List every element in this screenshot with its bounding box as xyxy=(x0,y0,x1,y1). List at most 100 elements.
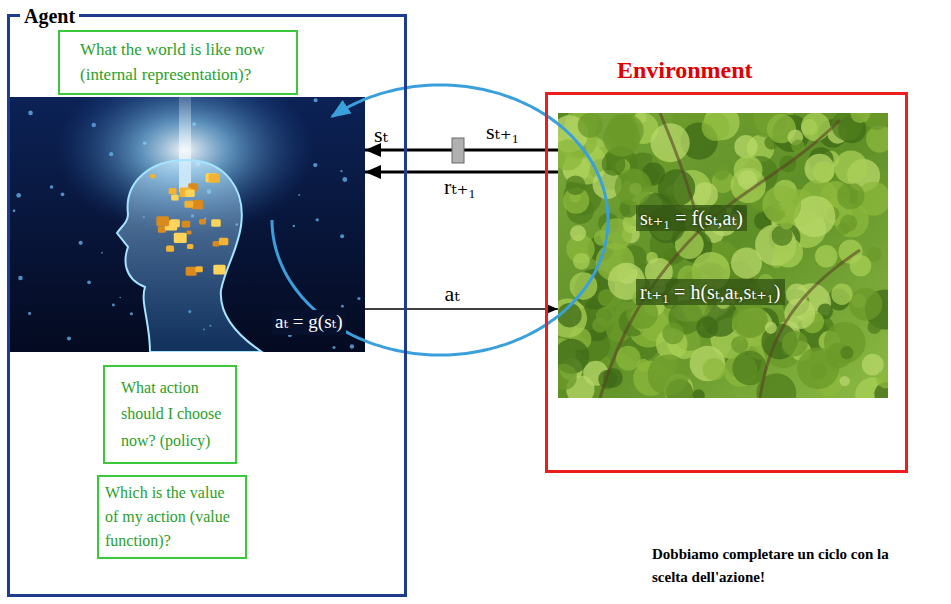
network-dot xyxy=(313,163,317,167)
brain-icon xyxy=(158,226,166,232)
action-arrow xyxy=(365,308,558,310)
environment-picture xyxy=(558,113,888,398)
brain-icon xyxy=(185,189,195,197)
brain-icon xyxy=(219,238,228,246)
network-dot xyxy=(101,252,103,254)
policy-formula: aₜ = g(sₜ) xyxy=(272,310,346,335)
leaf-cluster xyxy=(765,322,777,334)
brain-icon xyxy=(209,174,220,183)
network-dot xyxy=(67,336,71,340)
network-dot xyxy=(293,225,295,227)
network-dot xyxy=(13,209,16,212)
leaf-cluster xyxy=(693,182,718,207)
leaf-cluster xyxy=(805,154,835,184)
reward-formula: rₜ₊₁ = h(sₜ,aₜ,sₜ₊₁) xyxy=(636,279,785,305)
leaf-cluster xyxy=(592,317,607,332)
network-dot xyxy=(79,241,83,245)
brain-icon xyxy=(192,200,203,209)
leaf-cluster xyxy=(782,331,808,357)
leaf-cluster xyxy=(849,288,882,321)
leaf-cluster xyxy=(603,120,640,157)
transition-formula: sₜ₊₁ = f(sₜ,aₜ) xyxy=(636,205,747,231)
label-holder: sₜ₊₁ xyxy=(486,120,519,144)
question-box: What the world is like now (internal rep… xyxy=(58,30,298,95)
leaf-cluster xyxy=(824,322,866,364)
leaf-cluster xyxy=(801,113,830,141)
agent-heading: Agent xyxy=(20,4,79,28)
leaf-cluster xyxy=(648,354,690,396)
leaf-cluster xyxy=(651,123,690,162)
leaf-cluster xyxy=(570,225,586,241)
environment-picture-node: sₜ₊₁ = f(sₜ,aₜ) rₜ₊₁ = h(sₜ,aₜ,sₜ₊₁) xyxy=(558,113,888,398)
leaf-cluster xyxy=(566,175,586,195)
brain-icon xyxy=(182,221,191,228)
network-dot xyxy=(332,346,335,349)
brain-icon xyxy=(184,201,193,208)
network-dot xyxy=(314,98,318,102)
leaf-cluster xyxy=(578,113,603,138)
leaf-cluster xyxy=(731,248,762,279)
foliage xyxy=(558,113,888,398)
signal-label: sₜ xyxy=(374,123,388,147)
agent-picture-node: aₜ = g(sₜ) xyxy=(10,97,365,352)
leaf-cluster xyxy=(762,185,801,224)
brain-icon xyxy=(150,174,155,178)
leaf-cluster xyxy=(732,302,768,338)
leaf-cluster xyxy=(831,284,852,305)
leaf-cluster xyxy=(693,389,705,398)
brain-icon xyxy=(213,265,225,275)
network-dot xyxy=(340,234,344,238)
note-text: Dobbiamo completare un ciclo con la scel… xyxy=(652,543,910,588)
brain-icon xyxy=(195,266,203,272)
leaf-cluster xyxy=(850,113,870,123)
brain-icon xyxy=(166,245,174,251)
leaf-cluster xyxy=(713,164,729,180)
signal-label: sₜ₊₁ xyxy=(486,120,519,144)
environment-box: Environmentsₜ₊₁ = f(sₜ,aₜ)rₜ₊₁ = h(sₜ,aₜ… xyxy=(545,92,908,473)
head-silhouette xyxy=(117,160,262,352)
network-dot xyxy=(112,304,115,307)
value-box: Which is the value of my action (value f… xyxy=(97,475,247,559)
leaf-cluster xyxy=(815,245,838,268)
brain-icon xyxy=(186,267,197,276)
leaf-cluster xyxy=(703,358,726,381)
foliage-ground xyxy=(558,113,888,398)
tree-branches xyxy=(600,113,860,398)
leaf-cluster xyxy=(840,214,857,231)
leaf-cluster xyxy=(834,151,867,184)
network-dot xyxy=(298,194,300,196)
leaf-cluster xyxy=(616,346,641,371)
brain-icon xyxy=(156,216,169,226)
brain-icons xyxy=(150,173,228,275)
leaf-cluster xyxy=(867,320,881,334)
network-dot xyxy=(50,185,54,189)
delay-block xyxy=(452,138,464,163)
edge-label-holder: sₜ xyxy=(374,123,388,147)
leaf-cluster xyxy=(662,323,684,345)
brain-icon xyxy=(171,194,178,200)
leaf-cluster xyxy=(731,336,748,353)
leaf-cluster xyxy=(696,316,718,338)
network-dot xyxy=(340,170,342,172)
leaf-cluster xyxy=(840,376,850,386)
brain-icon xyxy=(174,233,187,243)
network-dot xyxy=(18,276,23,281)
network-dot xyxy=(16,193,21,198)
leaf-cluster xyxy=(837,182,864,209)
policy-box: What action should I choose now? (policy… xyxy=(103,365,237,464)
brain-icon xyxy=(186,230,191,234)
brain-icon xyxy=(199,219,206,225)
network-dot xyxy=(28,111,33,116)
network-dot xyxy=(357,297,360,300)
leaf-cluster xyxy=(840,346,853,359)
network-dot xyxy=(87,280,91,284)
network-dot xyxy=(342,177,347,182)
signal-label: aₜ xyxy=(444,282,459,306)
policy-text: What action should I choose now? (policy… xyxy=(121,375,229,454)
cycle-loop xyxy=(272,85,608,355)
signal-label: rₜ₊₁ xyxy=(444,175,476,199)
network-dot xyxy=(28,312,31,315)
edge-label-holder: aₜ xyxy=(444,282,459,306)
leaf-cluster xyxy=(615,169,652,206)
